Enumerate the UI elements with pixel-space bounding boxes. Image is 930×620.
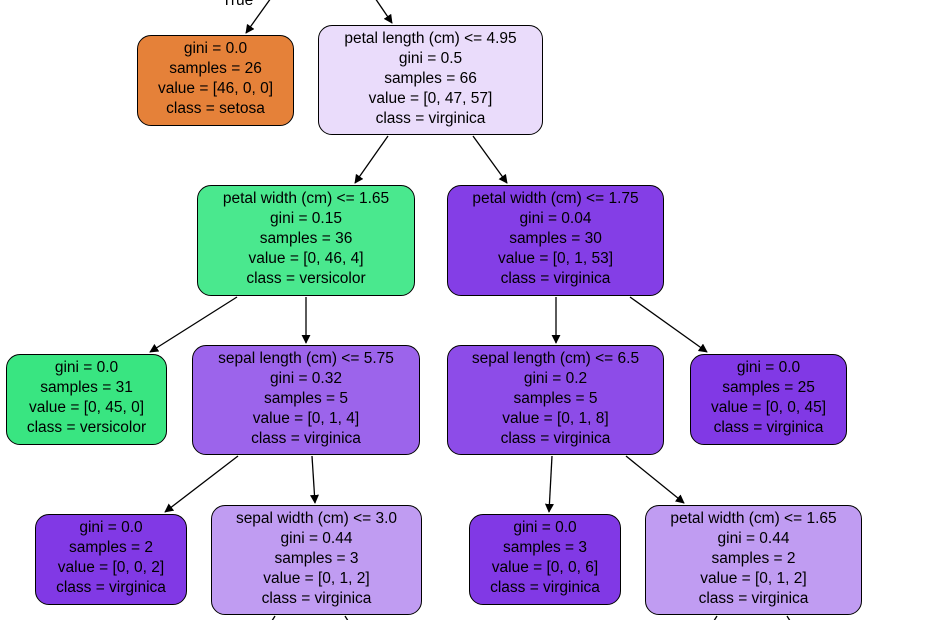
- node-text-line: class = virginica: [500, 430, 611, 447]
- node-text-line: value = [0, 47, 57]: [368, 90, 493, 107]
- node-text-line: samples = 36: [259, 230, 353, 247]
- node-text-line: gini = 0.0: [513, 519, 577, 536]
- node-text-line: class = virginica: [261, 590, 372, 607]
- tree-edge-arrow: [245, 0, 271, 34]
- node-text-line: samples = 3: [274, 550, 359, 567]
- tree-node-split-petal-width: petal width (cm) <= 1.75 gini = 0.04 sampl…: [447, 185, 664, 296]
- node-text-line: gini = 0.15: [270, 210, 342, 227]
- node-text-line: class = virginica: [251, 430, 361, 447]
- tree-edge-arrow: [271, 615, 276, 620]
- node-text-line: value = [0, 1, 53]: [497, 250, 614, 267]
- tree-node-split-sepal-length: sepal length (cm) <= 5.75 gini = 0.32 samp…: [192, 345, 420, 455]
- node-text-line: samples = 30: [509, 230, 602, 247]
- tree-edge-arrow: [713, 615, 718, 620]
- node-text-line: value = [0, 0, 2]: [57, 559, 165, 576]
- node-text-line: sepal length (cm) <= 5.75: [218, 350, 394, 367]
- node-text-line: value = [0, 1, 4]: [252, 410, 360, 427]
- tree-node-split-petal-width: petal width (cm) <= 1.65 gini = 0.44 sampl…: [645, 505, 862, 615]
- node-text-line: class = virginica: [713, 419, 824, 436]
- node-text-line: gini = 0.04: [519, 210, 592, 227]
- node-text-line: gini = 0.2: [523, 370, 588, 387]
- node-text-line: class = setosa: [166, 100, 265, 117]
- tree-node-leaf-virginica: gini = 0.0 samples = 2 value = [0, 0, 2] cl…: [35, 514, 187, 605]
- node-text-line: petal length (cm) <= 4.95: [344, 30, 517, 47]
- node-text-line: value = [0, 0, 6]: [491, 559, 599, 576]
- node-text-line: value = [0, 46, 4]: [248, 250, 364, 267]
- tree-node-leaf-versicolor: gini = 0.0 samples = 31 value = [0, 45, 0]…: [6, 354, 167, 445]
- node-text-line: gini = 0.44: [717, 530, 790, 547]
- node-text-line: gini = 0.0: [183, 40, 248, 57]
- node-text-line: samples = 25: [722, 379, 815, 396]
- node-text-line: samples = 5: [263, 390, 348, 407]
- tree-edge-arrow: [375, 0, 393, 24]
- tree-edge-arrow: [164, 455, 239, 513]
- node-text-line: gini = 0.32: [270, 370, 342, 387]
- edge-label-true: True: [222, 0, 254, 9]
- tree-edge-arrow: [354, 135, 389, 184]
- node-text-line: samples = 66: [384, 70, 477, 87]
- tree-node-split-sepal-width: sepal width (cm) <= 3.0 gini = 0.44 sample…: [211, 505, 422, 615]
- node-text-line: samples = 2: [68, 539, 153, 556]
- tree-edge-arrow: [472, 135, 508, 184]
- node-text-line: gini = 0.0: [79, 519, 143, 536]
- node-text-line: sepal width (cm) <= 3.0: [235, 510, 398, 527]
- node-text-line: class = virginica: [56, 579, 166, 596]
- tree-node-leaf-virginica: gini = 0.0 samples = 25 value = [0, 0, 45]…: [690, 354, 847, 445]
- node-text-line: value = [0, 1, 2]: [263, 570, 370, 587]
- node-text-line: class = virginica: [375, 110, 486, 127]
- node-text-line: value = [0, 45, 0]: [28, 399, 145, 416]
- node-text-line: value = [0, 1, 8]: [502, 410, 609, 427]
- node-text-line: samples = 26: [169, 60, 262, 77]
- node-text-line: class = virginica: [698, 590, 809, 607]
- tree-node-leaf-virginica: gini = 0.0 samples = 3 value = [0, 0, 6] cl…: [469, 514, 621, 605]
- node-text-line: petal width (cm) <= 1.65: [670, 510, 837, 527]
- tree-node-split-petal-width: petal width (cm) <= 1.65 gini = 0.15 sampl…: [197, 185, 415, 296]
- node-text-line: gini = 0.5: [398, 50, 463, 67]
- tree-edge-arrow: [344, 615, 349, 620]
- tree-node-leaf-setosa: gini = 0.0 samples = 26 value = [46, 0, 0]…: [137, 35, 294, 126]
- node-text-line: samples = 5: [513, 390, 598, 407]
- tree-node-split-sepal-length: sepal length (cm) <= 6.5 gini = 0.2 sample…: [447, 345, 664, 455]
- node-text-line: class = virginica: [490, 579, 600, 596]
- tree-edge-arrow: [149, 296, 238, 353]
- node-text-line: value = [46, 0, 0]: [157, 80, 274, 97]
- node-text-line: gini = 0.0: [54, 359, 119, 376]
- tree-edge-arrow: [786, 615, 791, 620]
- node-text-line: petal width (cm) <= 1.75: [472, 190, 639, 207]
- node-text-line: samples = 3: [502, 539, 587, 556]
- node-text-line: samples = 31: [40, 379, 133, 396]
- node-text-line: petal width (cm) <= 1.65: [222, 190, 390, 207]
- node-text-line: gini = 0.0: [736, 359, 801, 376]
- node-text-line: sepal length (cm) <= 6.5: [471, 350, 640, 367]
- tree-node-split-petal-length: petal length (cm) <= 4.95 gini = 0.5 sampl…: [318, 25, 543, 135]
- node-text-line: class = virginica: [500, 270, 611, 287]
- tree-edge-arrow: [625, 455, 685, 504]
- node-text-line: gini = 0.44: [280, 530, 353, 547]
- tree-edge-arrow: [544, 455, 554, 513]
- tree-edge-arrow: [629, 296, 708, 353]
- node-text-line: value = [0, 1, 2]: [700, 570, 807, 587]
- node-text-line: class = versicolor: [246, 270, 366, 287]
- node-text-line: samples = 2: [711, 550, 796, 567]
- node-text-line: class = versicolor: [26, 419, 147, 436]
- tree-edge-arrow: [309, 455, 319, 504]
- node-text-line: value = [0, 0, 45]: [710, 399, 827, 416]
